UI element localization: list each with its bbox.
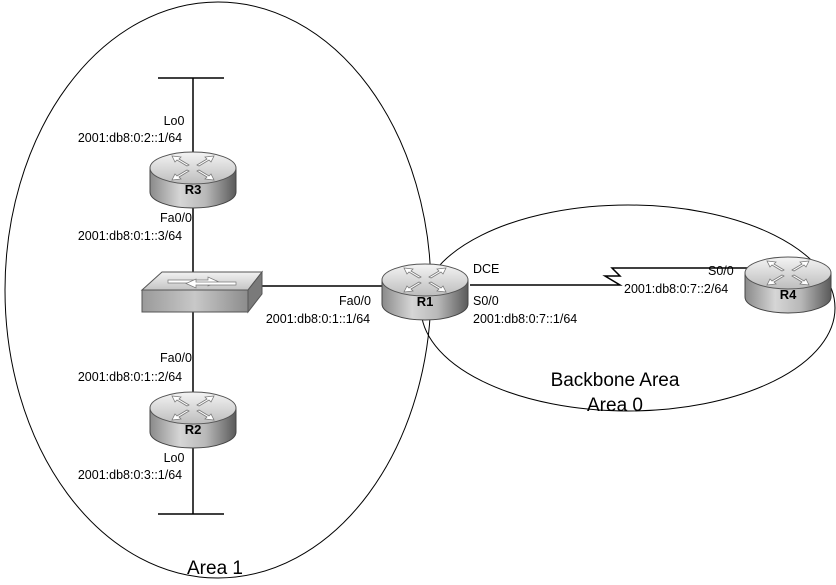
- r2-fa00-label: Fa0/0: [160, 351, 192, 365]
- r3-fa00-label: Fa0/0: [160, 211, 192, 225]
- router-r3-name: R3: [185, 182, 202, 197]
- area0-label: Area 0: [587, 395, 643, 416]
- r1-s00-ip: 2001:db8:0:7::1/64: [473, 312, 577, 326]
- r2-fa00-ip: 2001:db8:0:1::2/64: [78, 370, 182, 384]
- router-r3-icon: [149, 151, 237, 209]
- r4-s00-ip: 2001:db8:0:7::2/64: [624, 282, 728, 296]
- r3-loopback-link: [158, 77, 224, 160]
- r1-dce-label: DCE: [473, 262, 499, 276]
- r2-lo0-label: Lo0: [164, 451, 185, 465]
- router-r1-icon: [381, 263, 469, 321]
- r1-fa00-ip: 2001:db8:0:1::1/64: [266, 312, 370, 326]
- router-r1-name: R1: [417, 294, 434, 309]
- r4-s00-label: S0/0: [708, 264, 734, 278]
- r1-s00-label: S0/0: [473, 294, 499, 308]
- r3-lo0-label: Lo0: [164, 114, 185, 128]
- router-r2-name: R2: [185, 422, 202, 437]
- router-r2-icon: [149, 391, 237, 449]
- area1-label: Area 1: [187, 558, 243, 579]
- router-r4-icon: [744, 256, 832, 314]
- r3-fa00-ip: 2001:db8:0:1::3/64: [78, 229, 182, 243]
- r2-lo0-ip: 2001:db8:0:3::1/64: [78, 468, 182, 482]
- router-r4-name: R4: [780, 287, 797, 302]
- r1-r4-serial-link: [470, 267, 750, 286]
- r2-loopback-link: [158, 440, 224, 515]
- switch-icon: [140, 270, 264, 314]
- backbone-area-label: Backbone Area: [551, 370, 680, 391]
- r1-fa00-label: Fa0/0: [339, 294, 371, 308]
- r3-lo0-ip: 2001:db8:0:2::1/64: [78, 131, 182, 145]
